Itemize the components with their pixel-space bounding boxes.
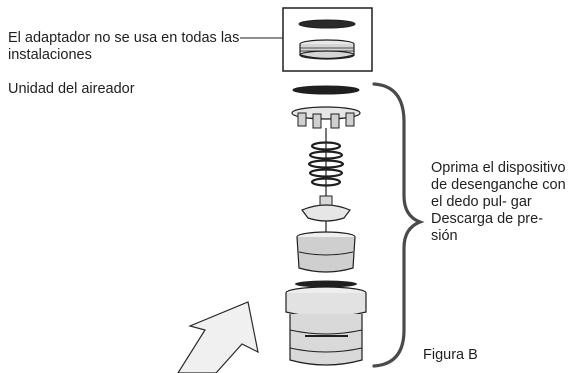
aerator-unit-label: Unidad del aireador xyxy=(8,81,135,97)
adapter-o-ring xyxy=(298,19,356,29)
figure-caption: Figura B xyxy=(423,347,478,363)
curly-brace xyxy=(372,82,425,368)
adapter-part xyxy=(299,39,355,60)
housing xyxy=(285,286,367,366)
plunger xyxy=(301,195,351,222)
spring xyxy=(307,141,345,187)
cylinder-cup xyxy=(296,231,356,273)
curved-arrow-icon xyxy=(177,301,259,373)
aerator-unit xyxy=(285,85,367,366)
adapter-note: El adaptador no se usa en todas las inst… xyxy=(8,13,258,115)
release-instructions: Oprima el dispositivo de desenganche con… xyxy=(431,160,566,244)
prong-cap xyxy=(291,106,361,129)
top-gasket xyxy=(292,85,360,95)
adapter-note-text: El adaptador no se usa en todas las inst… xyxy=(8,30,240,63)
bottom-gasket xyxy=(295,280,357,288)
adapter-inset xyxy=(240,7,373,72)
